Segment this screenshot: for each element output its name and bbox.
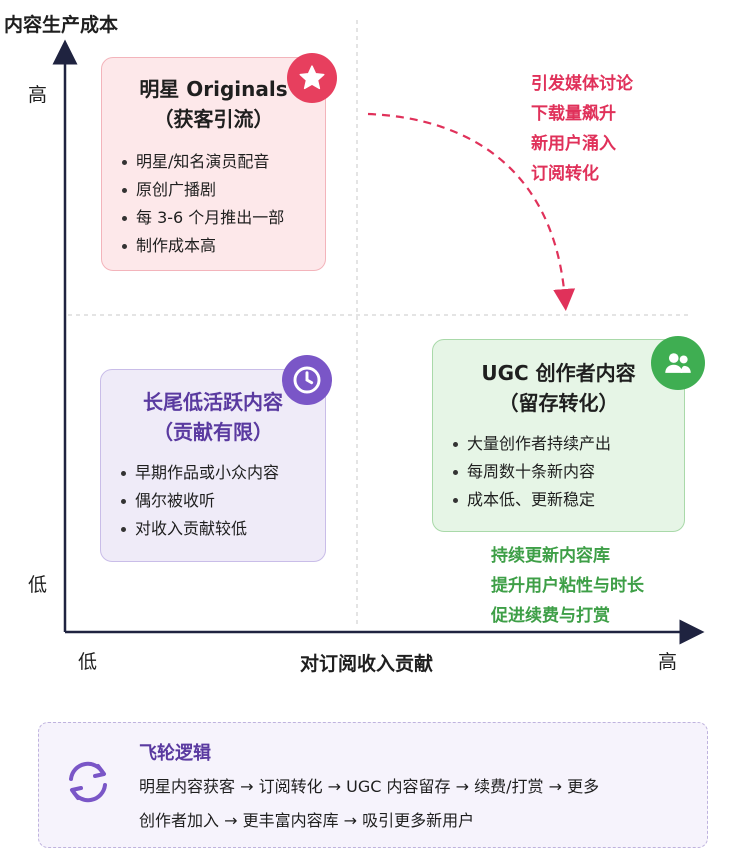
flywheel-title: 飞轮逻辑 [139, 743, 211, 764]
long-tail-card: 长尾低活跃内容 （贡献有限） 早期作品或小众内容 偶尔被收听 对收入贡献较低 [100, 369, 326, 562]
cycle-arrows-icon [59, 753, 117, 811]
list-item: 对收入贡献较低 [101, 515, 325, 543]
y-axis-title: 内容生产成本 [4, 14, 119, 36]
list-item: 每周数十条新内容 [433, 458, 684, 486]
star-card-title: 明星 Originals （获客引流） [139, 77, 288, 131]
retention-effect-note: 持续更新内容库 提升用户粘性与时长 促进续费与打赏 [491, 546, 644, 626]
list-item: 明星/知名演员配音 [102, 148, 325, 176]
star-originals-card: 明星 Originals （获客引流） 明星/知名演员配音 原创广播剧 每 3-… [101, 57, 326, 271]
list-item: 成本低、更新稳定 [433, 486, 684, 514]
star-card-list: 明星/知名演员配音 原创广播剧 每 3-6 个月推出一部 制作成本高 [102, 148, 325, 260]
users-icon [651, 336, 705, 390]
star-icon [287, 53, 337, 103]
flywheel-panel: 飞轮逻辑 明星内容获客 → 订阅转化 → UGC 内容留存 → 续费/打赏 → … [38, 722, 708, 848]
x-axis-title: 对订阅收入贡献 [300, 653, 434, 675]
list-item: 每 3-6 个月推出一部 [102, 204, 325, 232]
list-item: 原创广播剧 [102, 176, 325, 204]
tail-card-list: 早期作品或小众内容 偶尔被收听 对收入贡献较低 [101, 459, 325, 543]
list-item: 大量创作者持续产出 [433, 430, 684, 458]
flywheel-step-line-2: 创作者加入 → 更丰富内容库 → 吸引更多新用户 [139, 811, 475, 830]
list-item: 偶尔被收听 [101, 487, 325, 515]
ugc-card: UGC 创作者内容 （留存转化） 大量创作者持续产出 每周数十条新内容 成本低、… [432, 339, 685, 532]
flywheel-step-line-1: 明星内容获客 → 订阅转化 → UGC 内容留存 → 续费/打赏 → 更多 [139, 777, 600, 796]
ugc-card-title: UGC 创作者内容 （留存转化） [481, 361, 636, 415]
tail-card-title: 长尾低活跃内容 （贡献有限） [143, 390, 283, 444]
conversion-arrow [367, 112, 576, 311]
x-axis-high-label: 高 [658, 651, 678, 673]
ugc-card-list: 大量创作者持续产出 每周数十条新内容 成本低、更新稳定 [433, 430, 684, 514]
list-item: 早期作品或小众内容 [101, 459, 325, 487]
clock-icon [282, 355, 332, 405]
list-item: 制作成本高 [102, 232, 325, 260]
y-axis-low-label: 低 [28, 574, 48, 596]
y-axis-high-label: 高 [28, 84, 48, 106]
x-axis-low-label: 低 [78, 651, 98, 673]
media-effect-note: 引发媒体讨论 下载量飙升 新用户涌入 订阅转化 [531, 74, 633, 184]
